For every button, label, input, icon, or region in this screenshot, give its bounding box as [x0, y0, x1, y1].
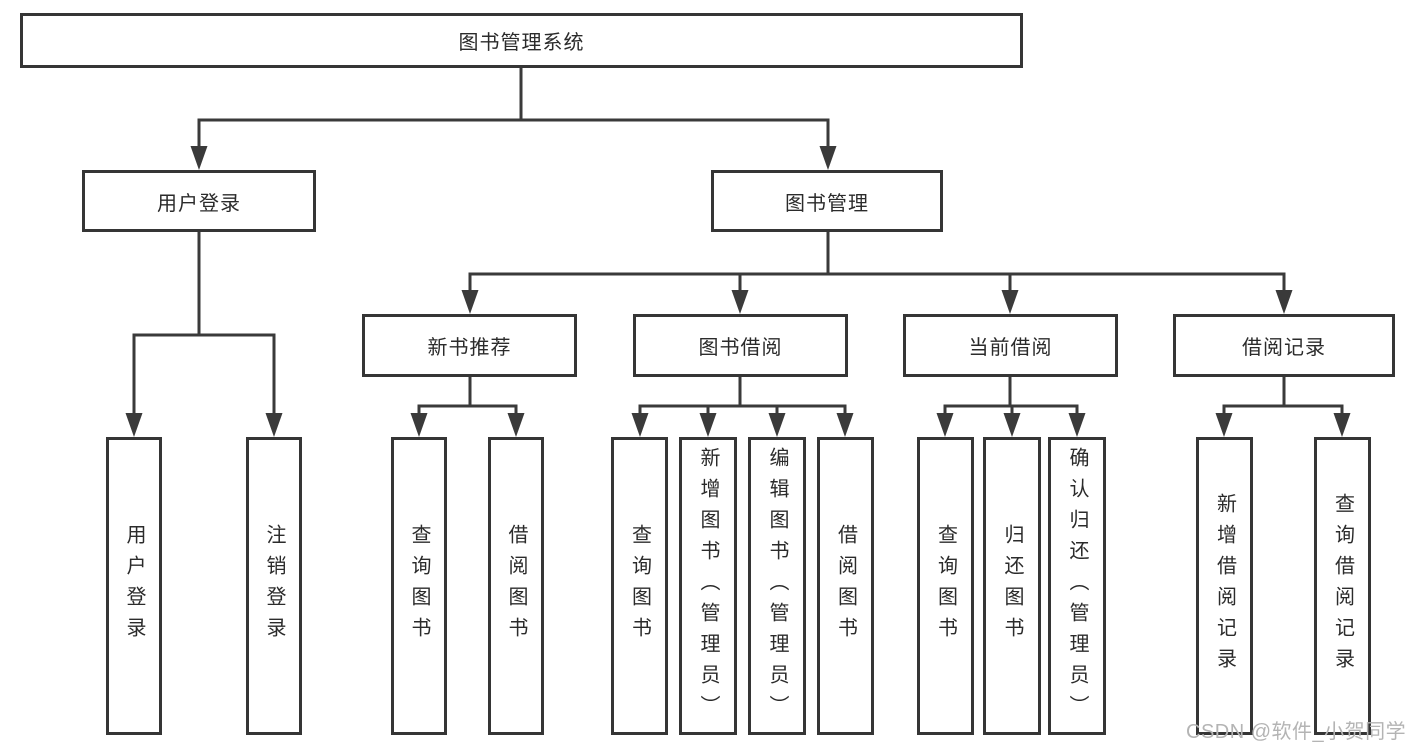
leaf-add-books-admin: 新增图书（管理员）: [679, 437, 737, 735]
leaf-borrow-books-2: 借阅图书: [817, 437, 874, 735]
leaf-edit-books-admin: 编辑图书（管理员）: [748, 437, 806, 735]
leaf-user-login: 用户登录: [106, 437, 162, 735]
csdn-watermark: CSDN @软件_小贺同学: [1186, 721, 1405, 743]
leaf-add-borrow-record: 新增借阅记录: [1196, 437, 1253, 735]
leaf-query-books-3: 查询图书: [917, 437, 974, 735]
leaf-return-books: 归还图书: [983, 437, 1041, 735]
leaf-borrow-books-1: 借阅图书: [488, 437, 544, 735]
leaf-confirm-return-admin: 确认归还（管理员）: [1048, 437, 1106, 735]
leaf-query-borrow-record: 查询借阅记录: [1314, 437, 1371, 735]
arrowheads: [125, 146, 1351, 437]
leaf-query-books-2: 查询图书: [611, 437, 668, 735]
node-book-borrow: 图书借阅: [633, 314, 848, 377]
node-book-management: 图书管理: [711, 170, 943, 232]
node-user-login: 用户登录: [82, 170, 316, 232]
node-library-system: 图书管理系统: [20, 13, 1023, 68]
node-borrow-records: 借阅记录: [1173, 314, 1395, 377]
leaf-logout: 注销登录: [246, 437, 302, 735]
leaf-query-books-1: 查询图书: [391, 437, 447, 735]
node-new-book-recommend: 新书推荐: [362, 314, 577, 377]
node-current-borrow: 当前借阅: [903, 314, 1118, 377]
